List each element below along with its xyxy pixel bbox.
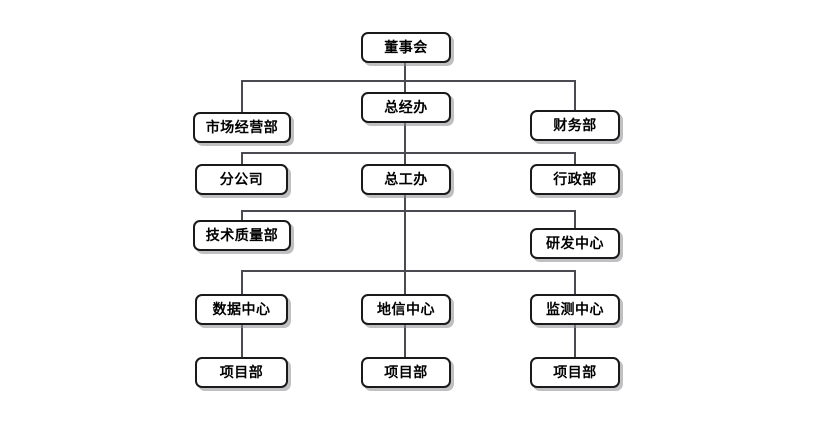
node-label-project-2: 项目部	[384, 364, 428, 381]
node-label-rnd-center: 研发中心	[546, 235, 604, 252]
connector-gis-to-proj	[404, 325, 406, 357]
node-label-project-3: 项目部	[553, 364, 597, 381]
node-label-finance: 财务部	[553, 117, 597, 134]
connector-bus-3-right-drop	[574, 210, 576, 228]
connector-bus-4	[241, 270, 576, 272]
node-label-market: 市场经营部	[205, 119, 279, 136]
node-finance[interactable]: 财务部	[530, 110, 620, 141]
node-label-admin: 行政部	[553, 171, 597, 188]
node-label-tech-qa: 技术质量部	[205, 227, 279, 244]
connector-bus-1	[241, 80, 576, 82]
connector-bus-1-right-drop	[574, 80, 576, 110]
connector-bus-1-left-drop	[241, 80, 243, 112]
connector-bus-3-left-drop	[241, 210, 243, 220]
node-label-data-center: 数据中心	[212, 301, 271, 318]
node-label-chief-eng: 总工办	[384, 171, 428, 188]
connector-gm-down	[404, 123, 406, 164]
connector-board-down	[404, 63, 406, 92]
node-rnd-center[interactable]: 研发中心	[530, 228, 620, 259]
node-label-gm-office: 总经办	[384, 99, 428, 116]
node-label-mon-center: 监测中心	[546, 301, 604, 318]
node-project-1[interactable]: 项目部	[195, 357, 288, 388]
connector-data-to-proj	[241, 325, 243, 357]
node-admin[interactable]: 行政部	[530, 164, 620, 195]
connector-bus-4-left-drop	[241, 270, 243, 294]
connector-mon-to-proj	[574, 325, 576, 357]
node-gis-center[interactable]: 地信中心	[361, 294, 451, 325]
node-branch[interactable]: 分公司	[195, 164, 288, 195]
node-label-project-1: 项目部	[219, 364, 264, 381]
node-market[interactable]: 市场经营部	[193, 112, 291, 143]
connector-bus-3	[241, 210, 576, 212]
node-label-branch: 分公司	[219, 171, 264, 188]
node-data-center[interactable]: 数据中心	[195, 294, 288, 325]
node-label-board: 董事会	[384, 39, 428, 56]
connector-chief-eng-down	[404, 195, 406, 294]
connector-bus-4-right-drop	[574, 270, 576, 294]
connector-bus-2	[241, 152, 576, 154]
node-label-gis-center: 地信中心	[377, 301, 435, 318]
node-mon-center[interactable]: 监测中心	[530, 294, 620, 325]
node-board[interactable]: 董事会	[361, 32, 451, 63]
node-tech-qa[interactable]: 技术质量部	[193, 220, 291, 251]
node-project-3[interactable]: 项目部	[530, 357, 620, 388]
connector-bus-2-right-drop	[574, 152, 576, 164]
connector-bus-2-left-drop	[241, 152, 243, 164]
node-gm-office[interactable]: 总经办	[361, 92, 451, 123]
node-project-2[interactable]: 项目部	[361, 357, 451, 388]
node-chief-eng[interactable]: 总工办	[361, 164, 451, 195]
